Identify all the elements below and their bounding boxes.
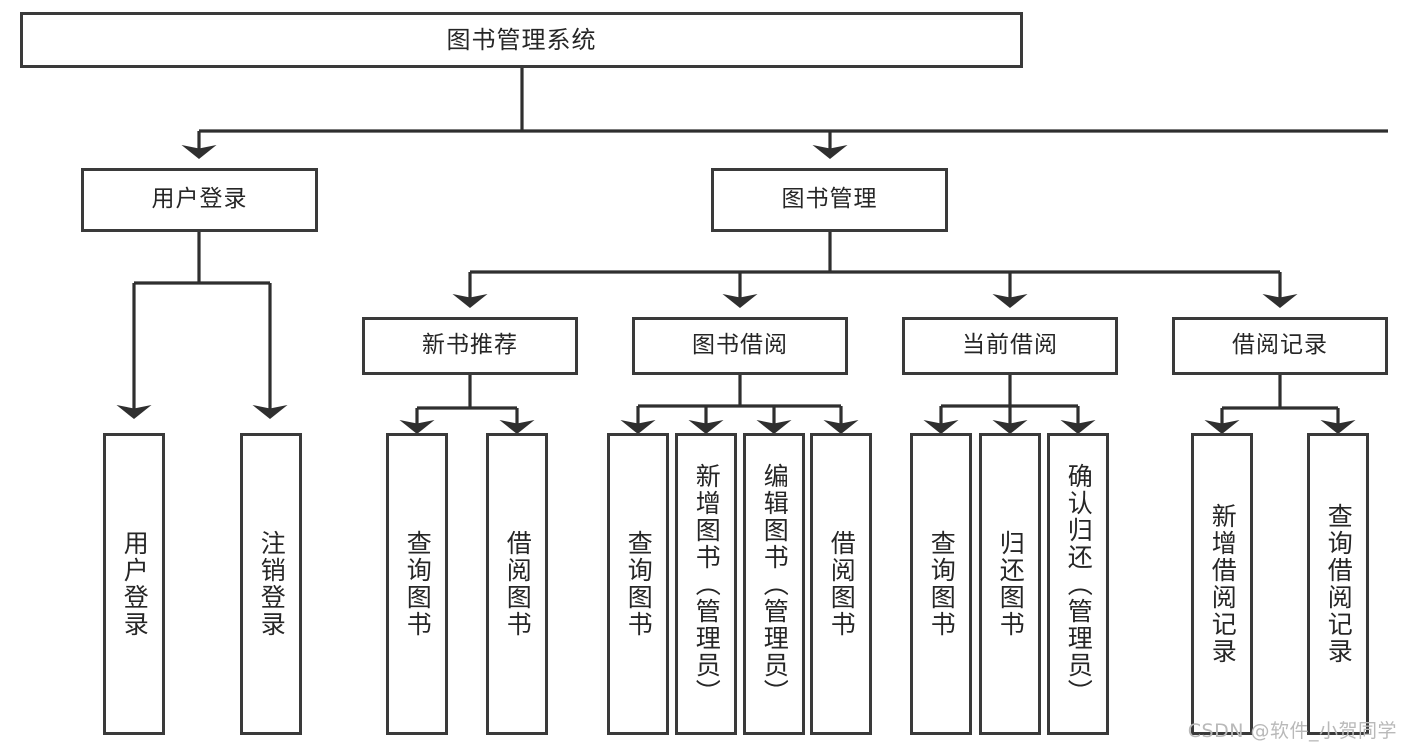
node-current-borrow-label: 当前借阅 [962,332,1058,359]
node-leaf-confirm-return-admin[interactable]: 确认归还（管理员） [1047,433,1109,735]
node-leaf-borrow-book-label: 借阅图书 [827,530,857,638]
node-leaf-return-book[interactable]: 归还图书 [979,433,1041,735]
node-leaf-borrow-book-recommend-label: 借阅图书 [503,530,533,638]
node-leaf-logout-label: 注销登录 [257,530,287,638]
node-leaf-confirm-return-admin-label: 确认归还（管理员） [1064,462,1094,706]
node-book-management-label: 图书管理 [781,186,878,213]
node-leaf-borrow-book-recommend[interactable]: 借阅图书 [486,433,548,735]
node-leaf-query-book-current[interactable]: 查询图书 [910,433,972,735]
node-leaf-logout[interactable]: 注销登录 [240,433,302,735]
node-leaf-user-login-label: 用户登录 [120,530,150,638]
node-book-borrow-label: 图书借阅 [692,332,788,359]
node-book-management[interactable]: 图书管理 [711,168,948,232]
node-leaf-add-borrow-record[interactable]: 新增借阅记录 [1191,433,1253,735]
node-leaf-add-book-admin[interactable]: 新增图书（管理员） [675,433,737,735]
node-leaf-edit-book-admin-label: 编辑图书（管理员） [760,462,790,706]
node-leaf-edit-book-admin[interactable]: 编辑图书（管理员） [743,433,805,735]
node-leaf-add-book-admin-label: 新增图书（管理员） [692,462,722,706]
node-borrow-record-label: 借阅记录 [1232,332,1328,359]
node-user-login[interactable]: 用户登录 [81,168,318,232]
node-root-label: 图书管理系统 [446,25,597,54]
node-new-book-recommend[interactable]: 新书推荐 [362,317,578,375]
node-leaf-add-borrow-record-label: 新增借阅记录 [1208,503,1238,665]
node-leaf-user-login[interactable]: 用户登录 [103,433,165,735]
node-borrow-record[interactable]: 借阅记录 [1172,317,1388,375]
node-current-borrow[interactable]: 当前借阅 [902,317,1118,375]
node-leaf-query-book[interactable]: 查询图书 [607,433,669,735]
node-leaf-query-book-recommend[interactable]: 查询图书 [386,433,448,735]
node-book-borrow[interactable]: 图书借阅 [632,317,848,375]
node-leaf-query-borrow-record-label: 查询借阅记录 [1324,503,1354,665]
node-new-book-recommend-label: 新书推荐 [422,332,518,359]
node-user-login-label: 用户登录 [151,186,248,213]
node-leaf-query-borrow-record[interactable]: 查询借阅记录 [1307,433,1369,735]
node-root-book-management-system[interactable]: 图书管理系统 [20,12,1023,68]
node-leaf-query-book-current-label: 查询图书 [927,530,957,638]
watermark-text: CSDN @软件_小贺同学 [1187,720,1397,742]
node-leaf-borrow-book[interactable]: 借阅图书 [810,433,872,735]
node-leaf-query-book-label: 查询图书 [624,530,654,638]
node-leaf-return-book-label: 归还图书 [996,530,1026,638]
node-leaf-query-book-recommend-label: 查询图书 [403,530,433,638]
